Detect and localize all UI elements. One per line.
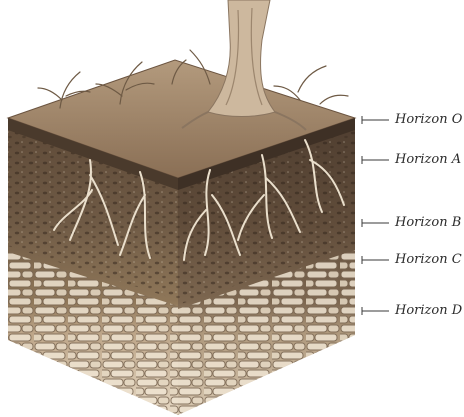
label-horizon-d: Horizon D: [395, 304, 462, 317]
label-horizon-o: Horizon O: [395, 113, 462, 126]
label-pointers: [362, 116, 389, 315]
label-horizon-b: Horizon B: [395, 216, 461, 229]
label-horizon-a: Horizon A: [395, 153, 461, 166]
label-horizon-c: Horizon C: [395, 253, 462, 266]
